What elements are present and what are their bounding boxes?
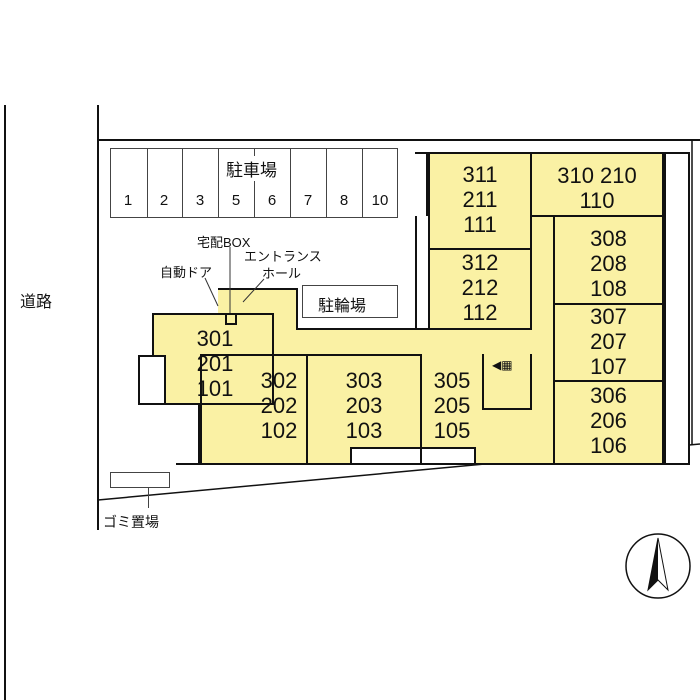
unit-312[interactable] bbox=[428, 248, 532, 330]
delivery-box-label: 宅配BOX bbox=[197, 235, 251, 250]
property-top-line bbox=[97, 139, 700, 141]
parking-stall: 10 bbox=[371, 192, 389, 209]
parking-stall: 3 bbox=[195, 192, 205, 209]
north-arrow-icon bbox=[625, 533, 691, 599]
road-edge-line bbox=[4, 105, 6, 700]
unit-306[interactable] bbox=[553, 380, 664, 465]
property-left-line bbox=[97, 105, 99, 530]
garbage-label: ゴミ置場 bbox=[103, 514, 159, 530]
entrance-label: エントランス bbox=[244, 249, 322, 264]
bicycle-parking bbox=[302, 285, 398, 318]
auto-door-label: 自動ドア bbox=[160, 265, 213, 280]
parking-label: 駐車場 bbox=[226, 156, 277, 181]
delivery-box bbox=[225, 313, 237, 325]
bicycle-parking-label: 駐輪場 bbox=[318, 298, 367, 315]
parking-stall: 6 bbox=[267, 192, 277, 209]
parking-stall: 1 bbox=[123, 192, 133, 209]
unit-302[interactable] bbox=[200, 354, 308, 465]
hall-label: ホール bbox=[262, 266, 302, 281]
parking-stall: 2 bbox=[159, 192, 169, 209]
stairs-icon: ◀▦ bbox=[492, 358, 513, 372]
road-label: 道路 bbox=[20, 294, 53, 311]
parking-stall: 8 bbox=[339, 192, 349, 209]
garbage-area bbox=[110, 472, 170, 488]
parking-stall: 7 bbox=[303, 192, 313, 209]
parking-stall: 5 bbox=[231, 192, 241, 209]
entrance-hall bbox=[218, 290, 296, 332]
